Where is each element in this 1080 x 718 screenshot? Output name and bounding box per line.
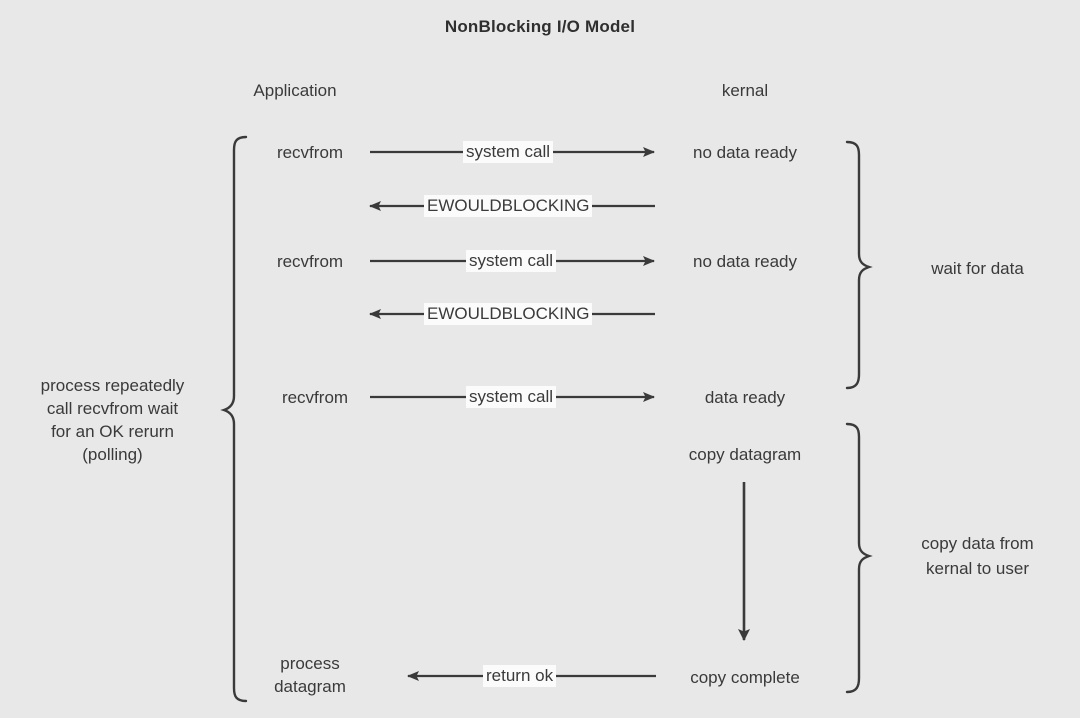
- node-data-ready: data ready: [704, 388, 786, 407]
- brace-label-polling-line1: process repeatedly: [40, 376, 185, 395]
- brace-application-left: [220, 135, 248, 703]
- node-process-datagram-line1: process: [280, 654, 340, 673]
- brace-label-copy-data-line1: copy data from: [921, 534, 1034, 553]
- brace-label-polling-line4: (polling): [82, 445, 143, 464]
- node-process-datagram-line2: datagram: [274, 677, 346, 696]
- brace-label-wait-for-data: wait for data: [931, 259, 1024, 278]
- page-title: NonBlocking I/O Model: [444, 17, 636, 36]
- node-recvfrom-1: recvfrom: [276, 143, 344, 162]
- brace-label-polling-line2: call recvfrom wait: [46, 399, 179, 418]
- edge-label-ewouldblocking-2: EWOULDBLOCKING: [424, 303, 593, 325]
- column-header-application: Application: [253, 81, 337, 100]
- node-copy-datagram: copy datagram: [688, 445, 802, 464]
- node-no-data-ready-2: no data ready: [693, 252, 797, 271]
- brace-label-copy-data-line2: kernal to user: [926, 559, 1029, 578]
- edge-label-ewouldblocking-1: EWOULDBLOCKING: [424, 195, 593, 217]
- edge-label-system-call-3: system call: [466, 386, 557, 408]
- edge-label-return-ok: return ok: [483, 665, 557, 687]
- node-no-data-ready-1: no data ready: [693, 143, 797, 162]
- node-copy-complete: copy complete: [690, 668, 800, 687]
- column-header-kernal: kernal: [721, 81, 769, 100]
- edge-label-system-call-1: system call: [463, 141, 554, 163]
- brace-copy-data: [845, 422, 873, 694]
- brace-label-polling-line3: for an OK rerurn: [51, 422, 174, 441]
- node-recvfrom-2: recvfrom: [276, 252, 344, 271]
- edge-label-system-call-2: system call: [466, 250, 557, 272]
- node-recvfrom-3: recvfrom: [281, 388, 349, 407]
- brace-wait-for-data: [845, 140, 873, 390]
